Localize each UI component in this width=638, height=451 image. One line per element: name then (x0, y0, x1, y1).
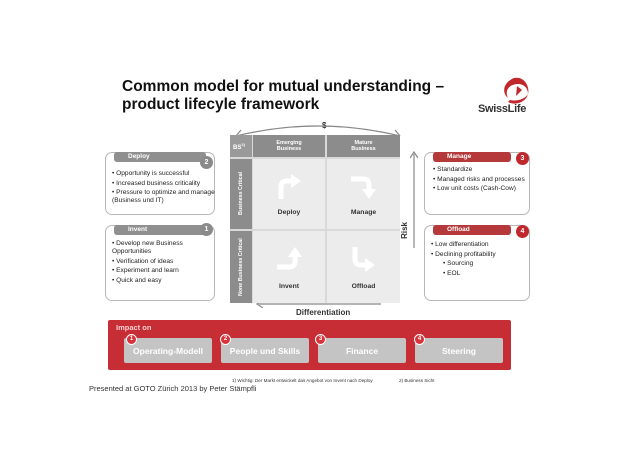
cell-manage: Manage (327, 159, 400, 229)
list-item: • Declining profitability (431, 250, 496, 258)
list-item: • Quick and easy (112, 276, 162, 284)
arrow-right-down-icon (351, 176, 376, 199)
card-title: Invent (114, 225, 206, 235)
card-deploy: Deploy • Opportunity is successful • Inc… (105, 152, 215, 215)
risk-arrow (410, 150, 418, 248)
card-invent: Invent • Develop new Business Opportunit… (105, 225, 215, 301)
list-subitem: • EOL (443, 269, 461, 277)
col-header-label: Emerging Business (276, 140, 302, 152)
col-header-label: Mature Business (351, 140, 376, 152)
x-axis-label: Differentiation (296, 308, 351, 317)
card-number: 1 (200, 223, 213, 236)
list-item: • Verification of ideas (112, 257, 174, 265)
arrow-down-right-icon (352, 247, 375, 272)
impact-number: 4 (414, 334, 425, 345)
col-header-mature: Mature Business (327, 135, 400, 157)
impact-number: 2 (220, 334, 231, 345)
impact-title: Impact on (116, 323, 152, 332)
impact-item-operating-model: Operating-Modell (124, 338, 212, 363)
cell-deploy: Deploy (253, 159, 325, 229)
row-header-critical: Business Critical (230, 159, 252, 229)
card-list: • Standardize • Managed risks and proces… (433, 166, 527, 195)
logo-text: SwissLife (478, 103, 527, 115)
impact-number: 1 (126, 334, 137, 345)
footnote-1: 1) Wichtig: Der Markt entwickelt das Ang… (232, 378, 373, 383)
cell-invent: Invent (253, 231, 325, 303)
list-item: • Increased business criticality (112, 179, 201, 187)
card-title: Offload (433, 225, 511, 235)
arrow-right-up-icon (277, 247, 302, 270)
list-item: • Opportunity is successful (112, 170, 190, 177)
card-title: Deploy (114, 152, 206, 162)
card-list: • Opportunity is successful • Increased … (112, 170, 215, 207)
list-subitem: • Sourcing (443, 260, 474, 267)
list-item: • Managed risks and processes (433, 175, 525, 183)
matrix-corner-sup: 2) (241, 142, 245, 147)
list-item: • Develop new Business Opportunities (112, 240, 183, 255)
card-number: 4 (516, 225, 529, 238)
list-item: • Standardize (433, 166, 473, 173)
lifecycle-matrix: BS2) Emerging Business Mature Business B… (230, 135, 400, 303)
swisslife-logo (504, 77, 529, 104)
matrix-corner: BS2) (230, 135, 252, 157)
card-title: Manage (433, 152, 511, 162)
arrow-up-right-icon (278, 174, 301, 199)
card-number: 3 (516, 152, 529, 165)
list-item: • Low unit costs (Cash-Cow) (433, 185, 516, 192)
y-axis-label: Risk (400, 222, 409, 239)
cell-label-deploy: Deploy (277, 209, 301, 216)
presented-by: Presented at GOTO Zürich 2013 by Peter S… (89, 384, 257, 393)
footnote-2: 2) Business Sicht (399, 378, 435, 383)
cell-label-manage: Manage (350, 209, 377, 216)
cell-label-invent: Invent (278, 283, 300, 290)
list-item: • Pressure to optimize and manage (Busin… (112, 189, 215, 204)
card-offload: Offload • Low differentiation • Declinin… (424, 225, 530, 301)
row-header-label: None Business Critical (238, 238, 244, 296)
impact-item-finance: Finance (318, 338, 406, 363)
impact-number: 3 (315, 334, 326, 345)
list-item: • Low differentiation (431, 241, 489, 248)
impact-item-steering: Steering (415, 338, 503, 363)
impact-item-people-skills: People und Skills (221, 338, 309, 363)
row-header-non-critical: None Business Critical (230, 231, 252, 303)
card-list: • Low differentiation • Declining profit… (431, 241, 527, 279)
impact-panel: Impact on Operating-Modell People und Sk… (108, 320, 511, 370)
cell-offload: Offload (327, 231, 400, 303)
page-title: Common model for mutual understanding – … (122, 78, 445, 113)
row-header-label: Business Critical (238, 172, 244, 216)
col-header-emerging: Emerging Business (253, 135, 325, 157)
cell-label-offload: Offload (351, 283, 376, 290)
card-manage: Manage • Standardize • Managed risks and… (424, 152, 530, 215)
card-number: 2 (200, 156, 213, 169)
list-item: • Experiment and learn (112, 267, 179, 274)
card-list: • Develop new Business Opportunities • V… (112, 240, 212, 286)
matrix-corner-label: BS (233, 145, 242, 151)
